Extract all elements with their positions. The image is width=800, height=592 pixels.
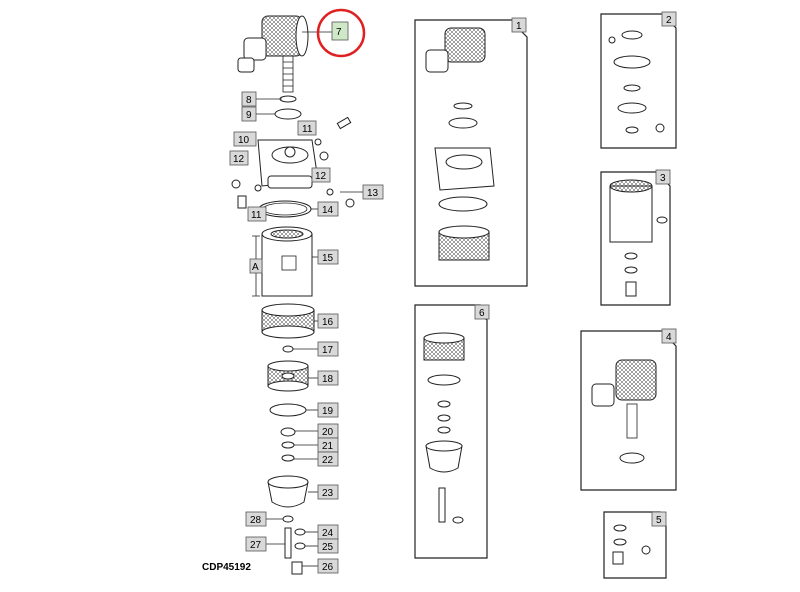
dimension-a-box (249, 258, 263, 274)
seal-21-part (281, 441, 295, 449)
kit-panel-6 (414, 304, 488, 559)
callout-17: 17 (322, 345, 334, 356)
callout-5: 5 (656, 515, 662, 526)
fittings-part (231, 116, 355, 209)
callout-box-7 (331, 21, 349, 41)
bowl-part (267, 475, 309, 508)
filter-element-part (252, 226, 313, 297)
seal-20-part (280, 427, 296, 437)
callout-26: 26 (322, 562, 334, 573)
collar-part (267, 360, 309, 392)
callout-4: 4 (666, 332, 672, 343)
dimension-a-label: A (252, 262, 259, 273)
kit-panel-1 (414, 19, 528, 287)
callout-27: 27 (250, 540, 262, 551)
o-ring-part (274, 108, 302, 120)
callout-9: 9 (246, 110, 252, 121)
bowl-ring-part (261, 303, 315, 339)
callout-21: 21 (322, 441, 334, 452)
callout-12-b: 12 (315, 171, 327, 182)
seal-22-part (281, 454, 295, 462)
drain-parts (282, 515, 306, 575)
callout-7: 7 (336, 27, 342, 38)
kit-panel-4 (580, 330, 677, 491)
seal-19-part (269, 403, 307, 417)
callout-12-a: 12 (233, 154, 245, 165)
filter-housing-part (237, 15, 309, 93)
callout-24: 24 (322, 528, 334, 539)
callout-19: 19 (322, 406, 334, 417)
drawing-code: CDP45192 (202, 562, 251, 573)
kit-panel-5 (603, 511, 667, 579)
callout-16: 16 (322, 317, 334, 328)
callout-23: 23 (322, 488, 334, 499)
callout-14: 14 (322, 205, 334, 216)
kit-panel-3 (600, 171, 671, 306)
callout-6: 6 (479, 308, 485, 319)
callout-2: 2 (666, 15, 672, 26)
callout-18: 18 (322, 374, 334, 385)
callout-20: 20 (322, 427, 334, 438)
callout-25: 25 (322, 542, 334, 553)
kit-panel-2 (600, 13, 677, 149)
callout-22: 22 (322, 455, 334, 466)
callout-1: 1 (516, 21, 522, 32)
o-ring-small-part (279, 95, 297, 103)
callouts: 7 8 9 10 11 12 12 13 11 14 15 16 17 18 1… (229, 8, 677, 574)
callout-10: 10 (238, 135, 250, 146)
main-assembly: CDP45192 A (202, 15, 355, 575)
filter-head-part (257, 139, 319, 189)
callout-13: 13 (367, 188, 379, 199)
washer-part (282, 345, 294, 353)
callout-3: 3 (660, 173, 666, 184)
callout-28: 28 (250, 515, 262, 526)
callout-15: 15 (322, 253, 334, 264)
callout-11-a: 11 (302, 124, 313, 135)
callout-11-b: 11 (251, 210, 262, 221)
highlight-circle (316, 8, 366, 58)
callout-8: 8 (246, 95, 252, 106)
